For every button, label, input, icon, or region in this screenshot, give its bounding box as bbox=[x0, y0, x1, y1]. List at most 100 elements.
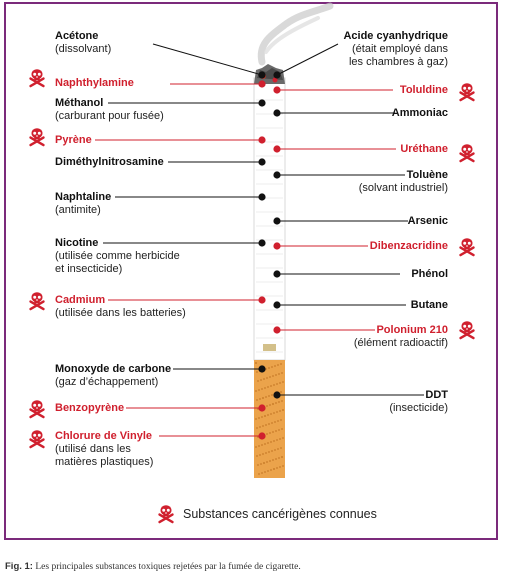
skull-crossbones-icon bbox=[456, 318, 478, 340]
leader-line-acide bbox=[276, 43, 339, 76]
filter-speck bbox=[278, 401, 280, 403]
filter-speck bbox=[278, 373, 280, 375]
filter-speck bbox=[256, 427, 258, 429]
substance-name: Nicotine bbox=[55, 237, 99, 249]
cigarette-paper bbox=[253, 77, 286, 361]
filter-speck bbox=[257, 464, 259, 466]
filter-speck bbox=[279, 438, 281, 440]
filter-speck bbox=[273, 412, 275, 414]
skull-crossbones-icon bbox=[456, 235, 478, 257]
filter-speck bbox=[255, 390, 257, 392]
substance-label-dibenzacridine: Dibenzacridine bbox=[370, 240, 448, 253]
marker-dot-toluene bbox=[273, 171, 281, 179]
marker-dot-phenol bbox=[273, 270, 281, 278]
marker-dot-pyrene bbox=[258, 136, 266, 144]
smoke-wisp bbox=[264, 16, 320, 54]
filter-speck bbox=[268, 395, 270, 397]
substance-name: Acétone bbox=[55, 30, 99, 42]
filter-speck bbox=[268, 423, 270, 425]
filter-speck bbox=[274, 421, 276, 423]
filter-speck bbox=[268, 451, 270, 453]
caption-text: Les principales substances toxiques reje… bbox=[35, 562, 301, 572]
legend-text: Substances cancérigènes connues bbox=[183, 507, 377, 521]
filter-speck bbox=[272, 375, 274, 377]
substance-description: (carburant pour fusée) bbox=[55, 110, 164, 122]
filter-speck bbox=[262, 397, 264, 399]
filter-speck bbox=[258, 445, 260, 447]
skull-crossbones-icon bbox=[456, 141, 478, 163]
substance-label-butane: Butane bbox=[411, 299, 448, 312]
substance-name: Diméthylnitrosamine bbox=[55, 156, 164, 168]
smoke-wisp bbox=[257, 2, 334, 66]
filter-speck bbox=[256, 371, 258, 373]
substance-label-toluidine: Toluldine bbox=[400, 84, 448, 97]
substance-label-phenol: Phénol bbox=[411, 268, 448, 281]
filter-speck bbox=[272, 431, 274, 433]
substance-name: Uréthane bbox=[400, 143, 448, 155]
filter-speck bbox=[266, 461, 268, 463]
substance-label-dimethylnitrosamine: Diméthylnitrosamine bbox=[55, 156, 164, 169]
substance-name: Monoxyde de carbone bbox=[55, 363, 172, 375]
filter-speck bbox=[281, 456, 283, 458]
filter-speck bbox=[278, 429, 280, 431]
marker-dot-acetone bbox=[258, 71, 266, 79]
substance-label-naphthylamine: Naphthylamine bbox=[55, 77, 134, 90]
marker-dot-cadmium bbox=[258, 296, 266, 304]
filter-speck bbox=[267, 470, 269, 472]
substance-description: (antimite) bbox=[55, 204, 101, 216]
filter-speck bbox=[261, 416, 263, 418]
substance-name: Dibenzacridine bbox=[369, 240, 448, 252]
marker-dot-dimethylnitrosamine bbox=[258, 158, 266, 166]
filter-speck bbox=[273, 468, 275, 470]
substance-description: (insecticide) bbox=[389, 402, 448, 414]
substance-description: (gaz d’échappement) bbox=[55, 376, 159, 388]
filter-speck bbox=[266, 377, 268, 379]
filter-speck bbox=[272, 459, 274, 461]
marker-dot-naphtaline bbox=[258, 193, 266, 201]
substance-name: Phénol bbox=[411, 268, 448, 280]
filter-speck bbox=[270, 469, 272, 471]
filter-speck bbox=[266, 405, 268, 407]
marker-dot-chlorure bbox=[258, 432, 266, 440]
marker-dot-acide bbox=[273, 71, 281, 79]
filter-speck bbox=[271, 422, 273, 424]
substance-description: (solvant industriel) bbox=[358, 182, 448, 194]
filter-speck bbox=[262, 425, 264, 427]
substance-label-polonium: Polonium 210(élément radioactif) bbox=[354, 324, 448, 350]
filter-speck bbox=[274, 449, 276, 451]
filter-speck bbox=[273, 384, 275, 386]
filter-speck bbox=[261, 472, 263, 474]
filter-speck bbox=[270, 413, 272, 415]
filter-speck bbox=[275, 430, 277, 432]
filter-speck bbox=[276, 411, 278, 413]
skull-crossbones-icon bbox=[26, 289, 48, 311]
substance-label-benzopyrene: Benzopyrène bbox=[55, 402, 124, 415]
filter-speck bbox=[280, 391, 282, 393]
filter-speck bbox=[266, 433, 268, 435]
filter-speck bbox=[256, 399, 258, 401]
marker-dot-nicotine bbox=[258, 239, 266, 247]
filter-speck bbox=[276, 439, 278, 441]
filter-speck bbox=[282, 437, 284, 439]
filter-speck bbox=[275, 402, 277, 404]
filter-speck bbox=[259, 398, 261, 400]
substance-label-cadmium: Cadmium(utilisée dans les batteries) bbox=[55, 294, 186, 320]
filter-speck bbox=[271, 366, 273, 368]
marker-dot-butane bbox=[273, 301, 281, 309]
substance-name: Chlorure de Vinyle bbox=[55, 430, 152, 442]
filter-speck bbox=[268, 367, 270, 369]
substance-name: Polonium 210 bbox=[376, 324, 448, 336]
substance-name: Naphtaline bbox=[55, 191, 112, 203]
filter-speck bbox=[256, 455, 258, 457]
substance-name: Cadmium bbox=[55, 294, 106, 306]
substance-name: Toluldine bbox=[399, 84, 448, 96]
substance-description: (utilisée dans les batteries) bbox=[55, 307, 186, 319]
filter-speck bbox=[258, 417, 260, 419]
marker-dot-ddt bbox=[273, 391, 281, 399]
filter-speck bbox=[271, 450, 273, 452]
skull-crossbones-icon bbox=[155, 502, 177, 524]
marker-dot-dibenzacridine bbox=[273, 242, 281, 250]
substance-name: Acide cyanhydrique bbox=[343, 30, 448, 42]
substance-description: les chambres à gaz) bbox=[348, 56, 448, 68]
